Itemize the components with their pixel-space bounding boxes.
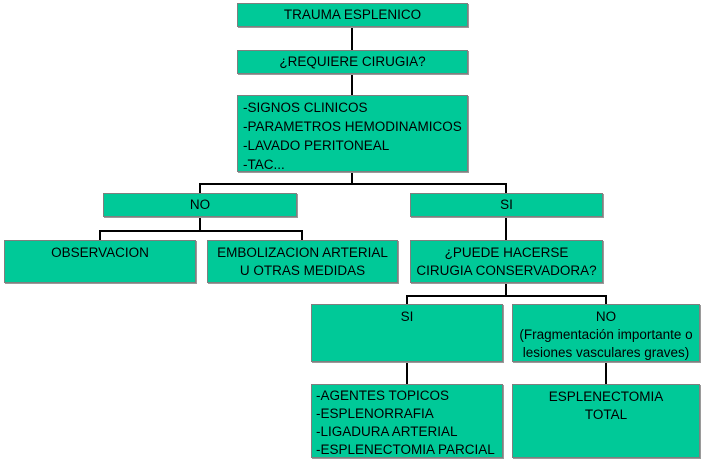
node-line: ESPLENECTOMIA (548, 389, 664, 404)
connector-no-stem (199, 217, 201, 232)
node-tecnicas-conservadoras: -AGENTES TOPICOS -ESPLENORRAFIA -LIGADUR… (311, 384, 503, 458)
connector-trauma-to-requiere (351, 27, 353, 51)
connector-branch2-to-observacion (99, 230, 101, 240)
connector-requiere-to-criterios (351, 74, 353, 96)
node-embolizacion-arterial: EMBOLIZACION ARTERIAL U OTRAS MEDIDAS (207, 240, 398, 283)
technique-line: -LIGADURA ARTERIAL (316, 424, 458, 439)
node-no-cirugia: NO (103, 193, 297, 217)
node-observacion: OBSERVACION (4, 240, 196, 283)
node-line: TOTAL (584, 407, 628, 422)
node-line: NO (595, 309, 617, 324)
criteria-line: -LAVADO PERITONEAL (243, 138, 390, 153)
node-trauma-esplenico: TRAUMA ESPLENICO (237, 3, 468, 27)
node-si-cirugia: SI (410, 193, 603, 217)
node-line: ¿PUEDE HACERSE (444, 245, 569, 260)
node-line: lesiones vasculares graves) (522, 345, 690, 360)
connector-branch1-to-no (199, 183, 201, 193)
technique-line: -AGENTES TOPICOS (316, 388, 450, 403)
node-line: CIRUGIA CONSERVADORA? (416, 263, 597, 278)
connector-branch3-to-si (406, 295, 408, 304)
node-no-conservadora: NO (Fragmentación importante o lesiones … (512, 304, 700, 362)
connector-no-to-esplenectomia (605, 362, 607, 384)
node-line: EMBOLIZACION ARTERIAL (217, 245, 388, 260)
connector-branch2-horizontal (99, 230, 303, 232)
technique-line: -ESPLENECTOMIA PARCIAL (316, 442, 495, 457)
node-requiere-cirugia: ¿REQUIERE CIRUGIA? (237, 50, 468, 74)
connector-branch3-horizontal (406, 295, 607, 297)
connector-si-to-tecnicas (406, 362, 408, 384)
node-puede-cirugia-conservadora: ¿PUEDE HACERSE CIRUGIA CONSERVADORA? (410, 240, 603, 283)
node-line: U OTRAS MEDIDAS (239, 263, 366, 278)
technique-line: -ESPLENORRAFIA (316, 406, 434, 421)
criteria-line: -SIGNOS CLINICOS (243, 100, 368, 115)
connector-criterios-stem (351, 172, 353, 185)
connector-branch1-horizontal (199, 183, 507, 185)
connector-branch2-to-embolizacion (301, 230, 303, 240)
node-criterios-evaluacion: -SIGNOS CLINICOS -PARAMETROS HEMODINAMIC… (237, 95, 468, 172)
criteria-line: -TAC... (243, 157, 285, 172)
node-si-conservadora: SI (311, 304, 503, 362)
connector-branch1-to-si (505, 183, 507, 193)
connector-conservadora-stem (505, 283, 507, 296)
connector-si-to-conservadora (505, 217, 507, 240)
criteria-line: -PARAMETROS HEMODINAMICOS (243, 119, 462, 134)
node-line: (Fragmentación importante o (519, 327, 693, 342)
connector-branch3-to-no (605, 295, 607, 304)
node-esplenectomia-total: ESPLENECTOMIA TOTAL (512, 384, 700, 458)
